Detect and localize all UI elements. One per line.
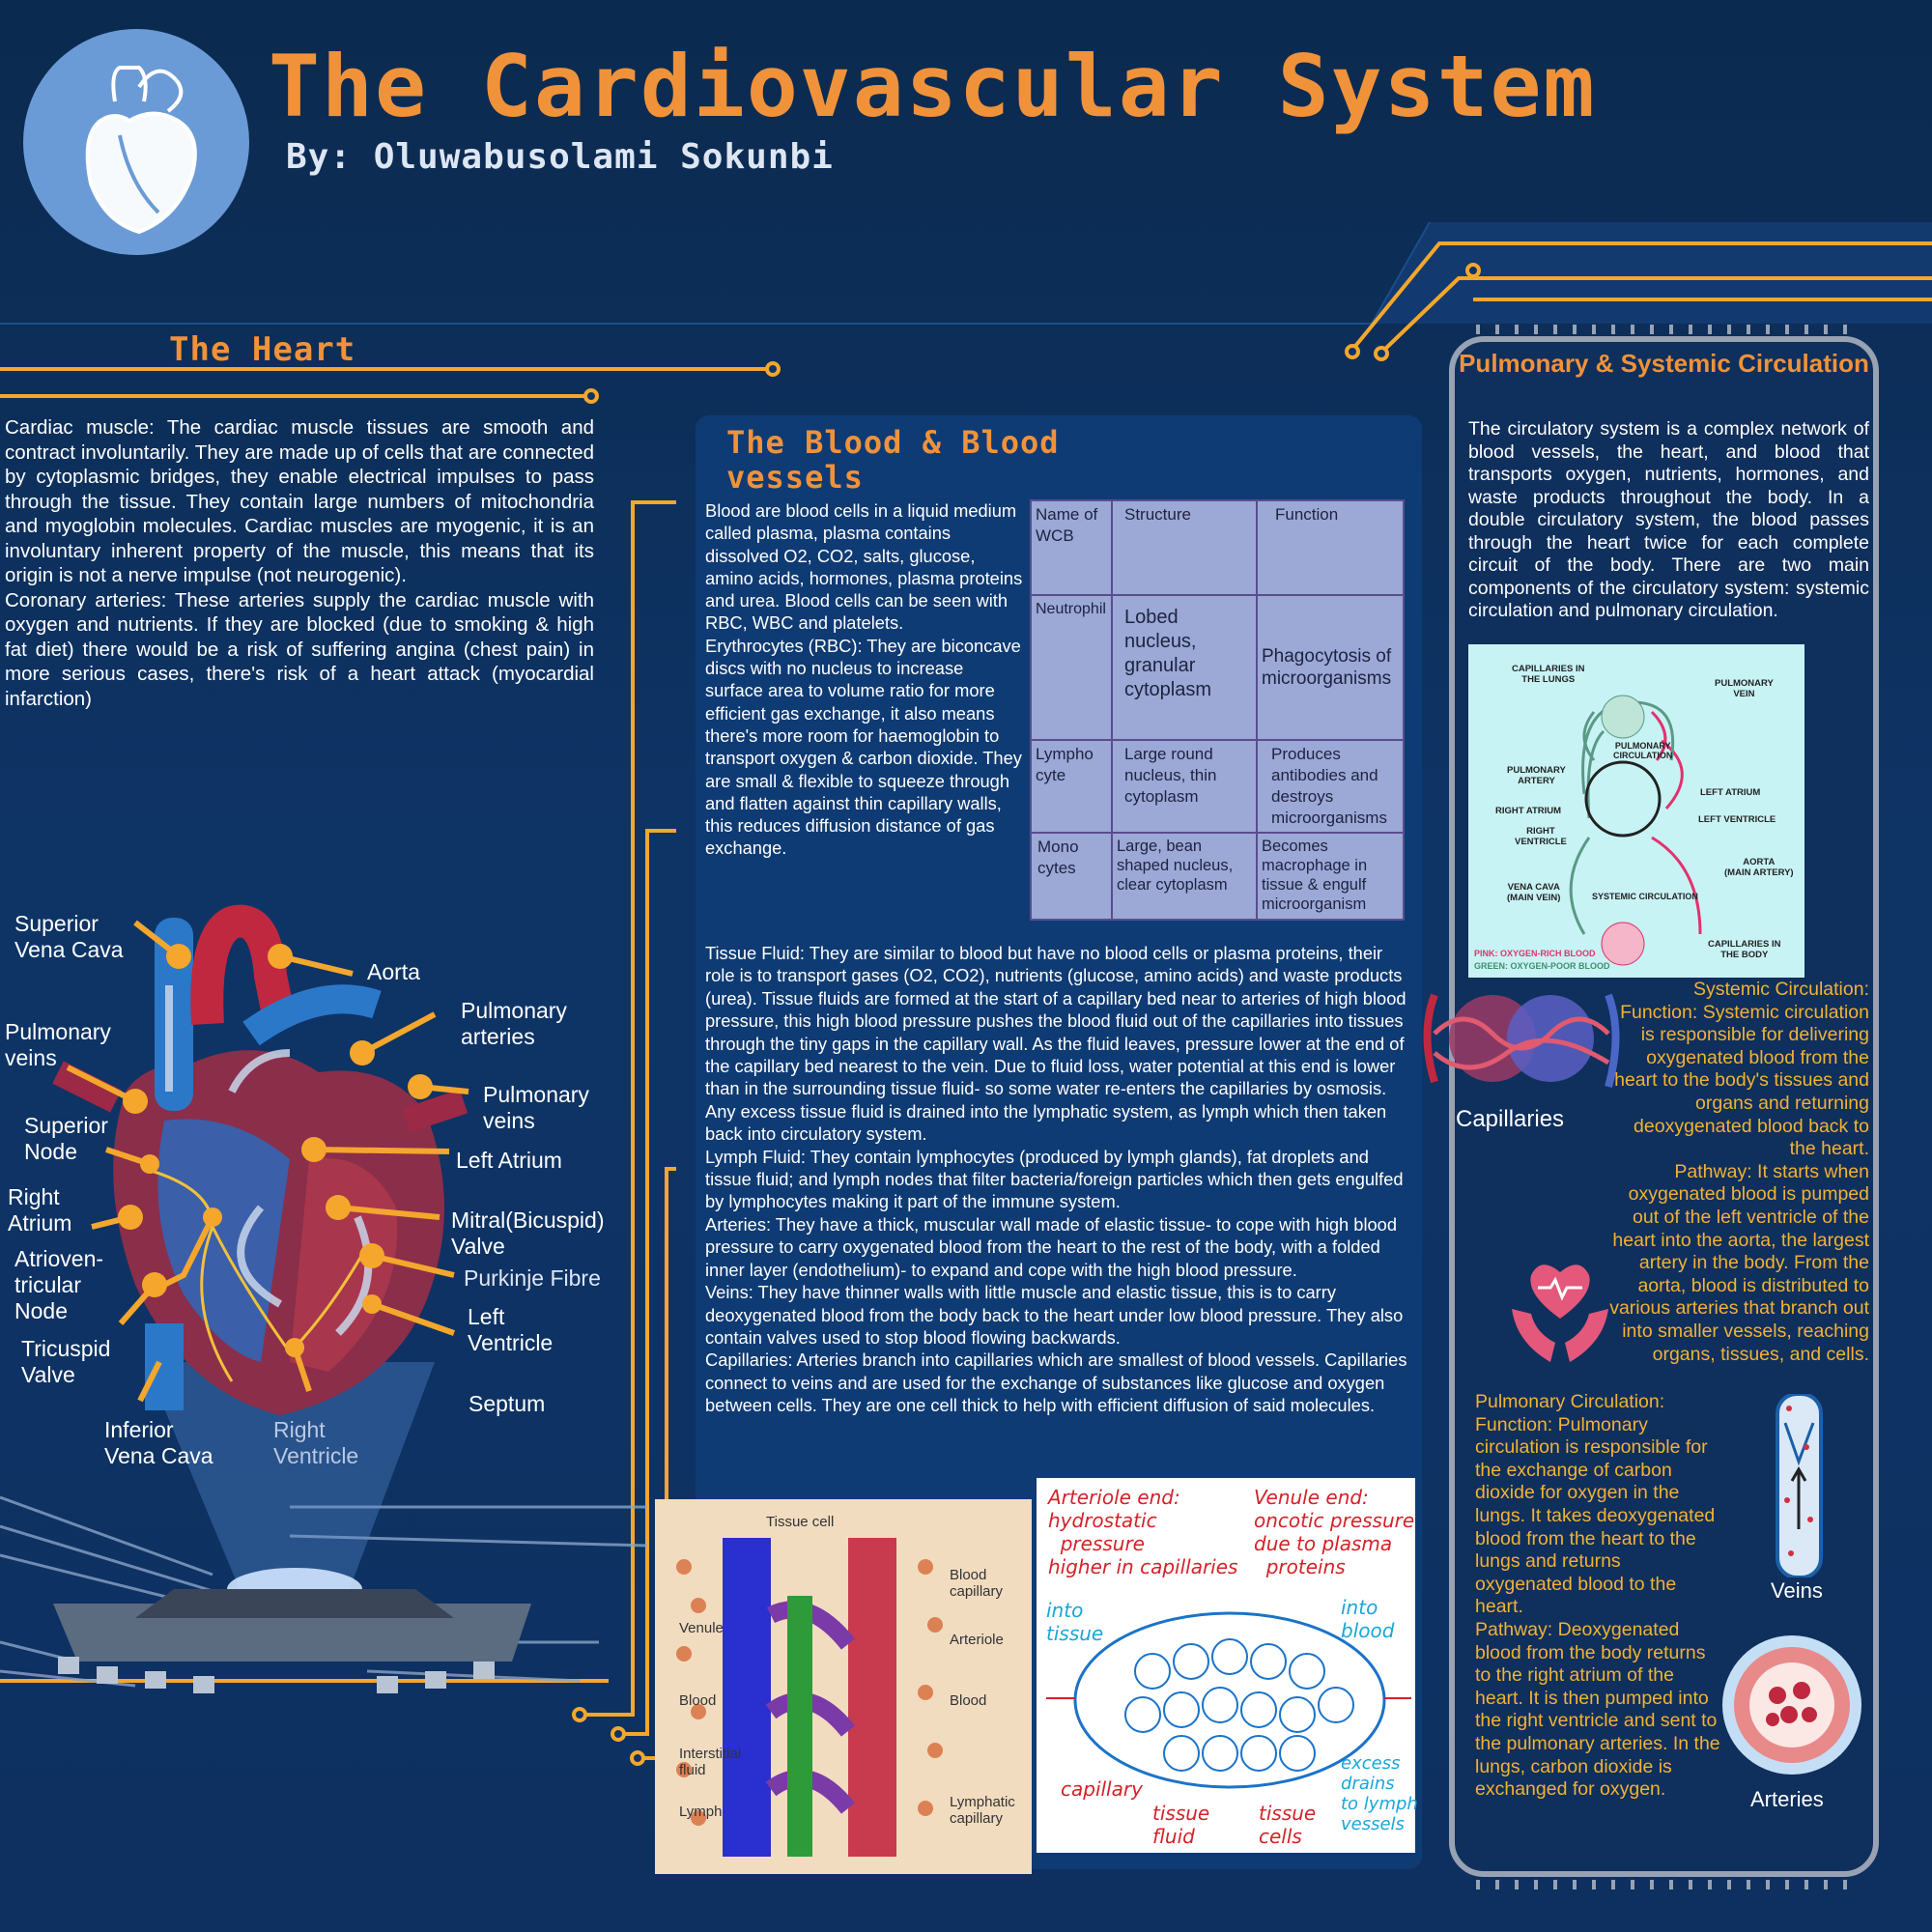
label-tissue-fluid: tissue fluid	[1152, 1802, 1210, 1848]
label-superior-node: Superior Node	[24, 1113, 108, 1164]
label-tricuspid: Tricuspid Valve	[21, 1336, 111, 1387]
label-av-node: Atrioven- tricular Node	[14, 1246, 104, 1323]
label-venule: Venule	[679, 1620, 724, 1636]
wbc-table: Name of WCB Structure Function Neutrophi…	[1030, 499, 1405, 921]
table-cell: Mono cytes	[1030, 832, 1113, 921]
table-cell: Large round nucleus, thin cytoplasm	[1111, 739, 1258, 834]
table-row: Mono cytes Large, bean shaped nucleus, c…	[1030, 832, 1405, 921]
label-left-atrium-d: LEFT ATRIUM	[1700, 787, 1761, 798]
double-circulation-illustration	[1569, 695, 1702, 966]
label-green-key: GREEN: OXYGEN-POOR BLOOD	[1474, 961, 1610, 971]
table-cell: Neutrophil	[1030, 594, 1113, 741]
label-left-ventricle-d: LEFT VENTRICLE	[1698, 814, 1776, 825]
blood-heading: The Blood & Blood vessels	[726, 424, 1060, 496]
table-row: Neutrophil Lobed nucleus, granular cytop…	[1030, 594, 1405, 741]
label-tissue-cell: Tissue cell	[766, 1514, 835, 1530]
label-pulm-vein: PULMONARY VEIN	[1715, 678, 1774, 699]
label-tissue-cells: tissue cells	[1259, 1802, 1317, 1848]
label-left-ventricle: Left Ventricle	[468, 1304, 554, 1355]
logo	[23, 29, 249, 255]
label-aorta-d: AORTA (MAIN ARTERY)	[1724, 857, 1794, 878]
label-inferior-vena-cava: Inferior Vena Cava	[104, 1417, 213, 1468]
pulmonary-text: Pulmonary Circulation: Function: Pulmona…	[1475, 1391, 1720, 1801]
heart-heading: The Heart	[169, 330, 356, 369]
label-capillary: capillary	[1061, 1777, 1143, 1801]
label-cap-lungs: CAPILLARIES IN THE LUNGS	[1512, 664, 1585, 685]
label-sys-circ: SYSTEMIC CIRCULATION	[1592, 892, 1698, 901]
label-arteriole: Arteriole	[950, 1632, 1004, 1648]
label-right-ventricle: Right Ventricle	[273, 1417, 359, 1468]
label-into-tissue: into tissue	[1046, 1599, 1104, 1645]
label-cap-body: CAPILLARIES IN THE BODY	[1708, 939, 1781, 960]
heart-body: Cardiac muscle: The cardiac muscle tissu…	[5, 416, 594, 710]
vein-icon	[1776, 1394, 1823, 1577]
byline: By: Oluwabusolami Sokunbi	[286, 137, 834, 177]
circulation-heading: Pulmonary & Systemic Circulation	[1459, 349, 1869, 378]
label-right-atrium-d: RIGHT ATRIUM	[1495, 806, 1562, 816]
label-capillaries: Capillaries	[1456, 1106, 1565, 1132]
label-mitral-valve: Mitral(Bicuspid) Valve	[451, 1208, 605, 1259]
circulation-diagram: CAPILLARIES IN THE LUNGS PULMONARY VEIN …	[1468, 644, 1804, 978]
label-pulmonary-veins-right: Pulmonary veins	[483, 1082, 589, 1133]
label-excess-drains: excess drains to lymph vessels	[1341, 1753, 1418, 1834]
heart-hands-icon	[1512, 1264, 1608, 1362]
label-blood-capillary: Blood capillary	[950, 1567, 1004, 1600]
capillary-bed-illustration	[676, 1538, 943, 1857]
table-header-cell: Function	[1256, 499, 1405, 596]
table-header-row: Name of WCB Structure Function	[1030, 499, 1405, 596]
label-pink-key: PINK: OXYGEN-RICH BLOOD	[1474, 949, 1596, 958]
page-title: The Cardiovascular System	[269, 37, 1597, 136]
label-vena-cava-d: VENA CAVA (MAIN VEIN)	[1507, 882, 1561, 903]
label-lymphatic-capillary: Lymphatic capillary	[950, 1794, 1015, 1827]
capillaries-icon	[1423, 993, 1620, 1089]
label-septum: Septum	[469, 1391, 546, 1416]
capillary-pressure-diagram: Arteriole end: hydrostatic pressure high…	[1037, 1478, 1418, 1853]
label-pulmonary-veins-left: Pulmonary veins	[5, 1019, 111, 1070]
label-pulmonary-arteries: Pulmonary arteries	[461, 998, 567, 1049]
label-lymph: Lymph	[679, 1804, 723, 1820]
label-purkinje: Purkinje Fibre	[464, 1265, 601, 1291]
label-aorta: Aorta	[367, 959, 420, 984]
heart-diagram	[52, 904, 531, 1693]
artery-icon	[1722, 1635, 1861, 1775]
table-header-cell: Name of WCB	[1030, 499, 1113, 596]
blood-body: Tissue Fluid: They are similar to blood …	[705, 943, 1407, 1416]
heart-outline-icon	[85, 66, 197, 235]
label-venule-end: Venule end: oncotic pressure due to plas…	[1254, 1486, 1415, 1578]
label-pulm-circ: PULMONARY CIRCULATION	[1613, 741, 1673, 760]
table-cell: Large, bean shaped nucleus, clear cytopl…	[1111, 832, 1258, 921]
label-left-atrium: Left Atrium	[456, 1148, 562, 1173]
label-right-ventricle-d: RIGHT VENTRICLE	[1515, 826, 1567, 847]
label-pulm-artery: PULMONARY ARTERY	[1507, 765, 1566, 786]
label-superior-vena-cava: Superior Vena Cava	[14, 911, 124, 962]
table-header-cell: Structure	[1111, 499, 1258, 596]
label-veins: Veins	[1771, 1578, 1823, 1603]
capillary-network-sketch	[1046, 1611, 1411, 1789]
table-cell: Lobed nucleus, granular cytoplasm	[1111, 594, 1258, 741]
label-blood-right: Blood	[950, 1692, 987, 1709]
panel-border-ticks	[1476, 325, 1847, 1889]
label-blood-left: Blood	[679, 1692, 717, 1709]
tissue-fluid-diagram: Tissue cell Blood capillary Venule Arter…	[655, 1499, 1032, 1874]
table-cell: Produces antibodies and destroys microor…	[1256, 739, 1405, 834]
table-cell: Lympho cyte	[1030, 739, 1113, 834]
label-right-atrium: Right Atrium	[8, 1184, 72, 1236]
systemic-text: Systemic Circulation: Function: Systemic…	[1609, 979, 1869, 1365]
circulation-panel	[1449, 336, 1879, 1877]
label-into-blood: into blood	[1341, 1596, 1395, 1642]
label-arteriole-end: Arteriole end: hydrostatic pressure high…	[1048, 1486, 1238, 1578]
table-cell: Becomes macrophage in tissue & engulf mi…	[1256, 832, 1405, 921]
label-interstitial-fluid: Interstitial fluid	[679, 1746, 742, 1778]
table-row: Lympho cyte Large round nucleus, thin cy…	[1030, 739, 1405, 834]
table-cell: Phagocytosis of microorganisms	[1256, 594, 1405, 741]
circulation-intro: The circulatory system is a complex netw…	[1468, 418, 1869, 621]
label-arteries: Arteries	[1750, 1787, 1824, 1811]
blood-intro: Blood are blood cells in a liquid medium…	[705, 500, 1023, 859]
